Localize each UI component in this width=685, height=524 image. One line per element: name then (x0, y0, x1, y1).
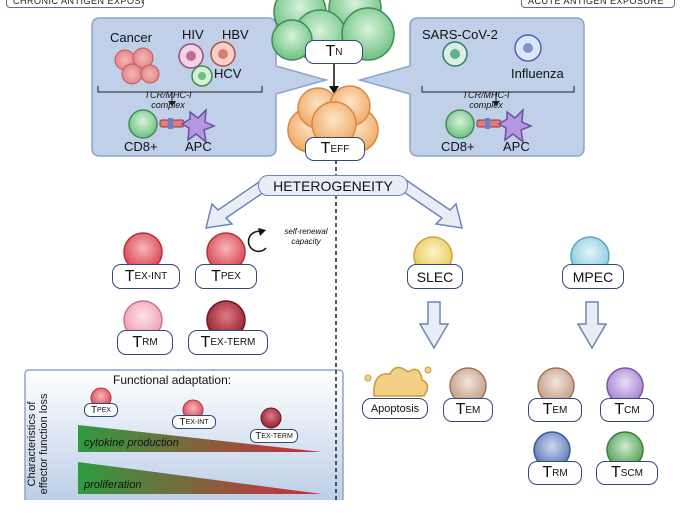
proliferation-wedge (78, 462, 322, 494)
self-renewal-arrowhead (258, 228, 266, 236)
pathogen-label-sars-cov-2: SARS-CoV-2 (422, 27, 498, 42)
diagram-canvas (24, 0, 644, 500)
pathogen-label-hiv: HIV (182, 27, 204, 42)
self-renewal-arrow (247, 230, 267, 253)
cancer-cells-icon (114, 47, 160, 85)
hiv-virus-icon (178, 43, 204, 69)
naive-cell-cluster (271, 0, 395, 63)
tcr-mhc-complex-icon (159, 118, 185, 129)
acute-exposure-tag: ACUTE ANTIGEN EXPOSURE (521, 0, 675, 8)
effector-loss-axis-line-2: effector function loss (38, 393, 50, 495)
apc-label: APC (185, 139, 212, 154)
chronic-bracket-arrowhead (168, 101, 176, 106)
acute-bracket-arrowhead (492, 101, 500, 106)
acute-apc-label: APC (503, 139, 530, 154)
effector-loss-axis-label: Characteristics of effector function los… (26, 364, 50, 524)
proliferation-label: proliferation (84, 479, 142, 491)
hcv-virus-icon (191, 65, 213, 87)
slec-label: SLEC (407, 264, 463, 289)
mpec-label: MPEC (562, 264, 624, 289)
effector-loss-axis-line-1: Characteristics of (26, 401, 38, 487)
chronic-bracket (97, 86, 263, 93)
cd8-label: CD8+ (124, 139, 158, 154)
hbv-virus-icon (210, 41, 236, 67)
acute-cd8-label: CD8+ (441, 139, 475, 154)
sars-cov-2-virus-icon (442, 41, 468, 67)
tcr-mhc-complex-label: TCR/MHC-I complex (144, 90, 192, 110)
cytokine-production-wedge (78, 425, 322, 452)
acute-tcr-mhc-complex-label: TCR/MHC-I complex (462, 90, 510, 110)
pathogen-label-cancer: Cancer (110, 30, 152, 45)
functional-tex-term-cell-icon (260, 407, 282, 429)
pathogen-label-hbv: HBV (222, 27, 249, 42)
pathogen-label-hcv: HCV (214, 66, 242, 81)
apoptosis-cell-icon (364, 366, 432, 397)
apc-cell-icon (180, 108, 216, 144)
chronic-exposure-tag: CHRONIC ANTIGEN EXPOSURE (6, 0, 144, 8)
naive-to-effector-arrowhead (329, 86, 339, 94)
self-renewal-label: self-renewal capacity (284, 227, 328, 246)
acute-tcr-mhc-complex-icon (476, 118, 502, 129)
acute-cd8-cell-icon (445, 109, 475, 139)
influenza-virus-icon (514, 34, 542, 62)
heterogeneity-arrow-right (396, 179, 464, 229)
pathogen-label-influenza: Influenza (511, 66, 564, 81)
acute-bracket (421, 86, 575, 93)
heterogeneity-banner: HETEROGENEITY (258, 175, 408, 196)
cytokine-production-label: cytokine production (84, 437, 179, 449)
functional-adaptation-title: Functional adaptation: (113, 373, 232, 387)
cd8-cell-icon (128, 109, 158, 139)
slec-down-arrow (418, 301, 450, 350)
acute-apc-cell-icon (497, 108, 533, 144)
mpec-down-arrow (576, 301, 608, 350)
apoptosis-label: Apoptosis (362, 398, 428, 419)
